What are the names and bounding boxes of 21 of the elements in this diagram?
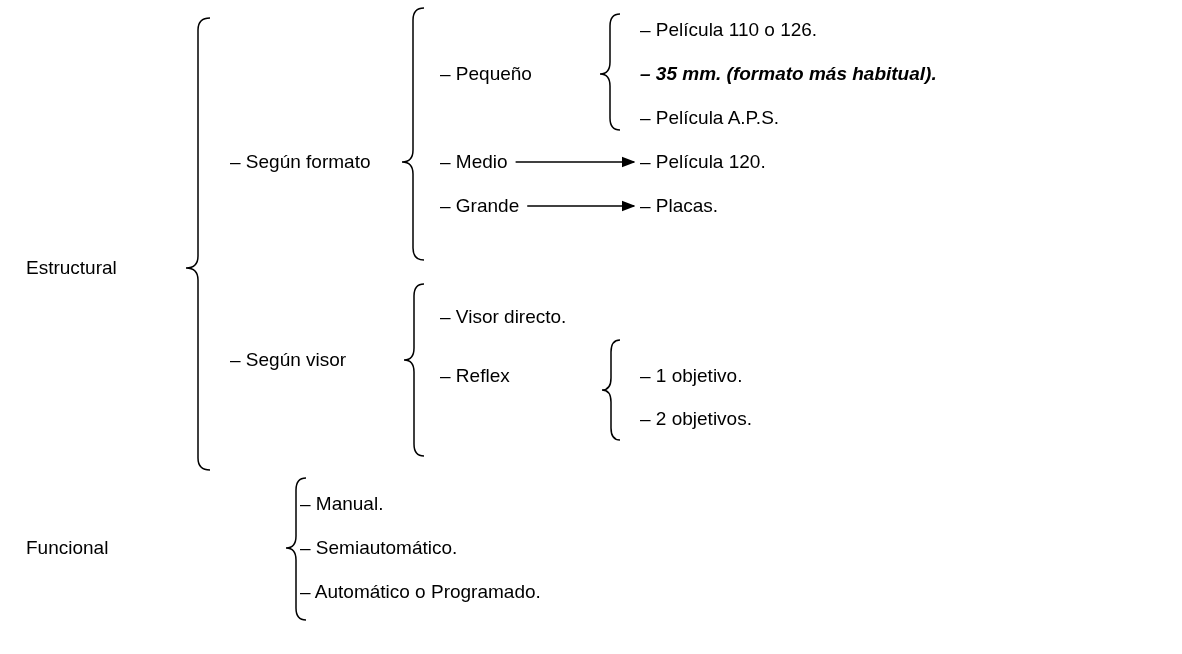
list-item: – Según formato xyxy=(230,150,371,174)
list-item: – Reflex xyxy=(440,364,510,388)
list-item: – 2 objetivos. xyxy=(640,407,752,431)
list-item: – Según visor xyxy=(230,348,347,372)
list-item: – Visor directo. xyxy=(440,305,567,329)
category-label: Funcional xyxy=(26,536,109,560)
list-item: – Placas. xyxy=(640,194,719,218)
list-item: – Manual. xyxy=(300,492,384,516)
list-item: – Película 110 o 126. xyxy=(640,18,818,42)
category-label: Estructural xyxy=(26,256,117,280)
list-item: – Medio xyxy=(440,150,508,174)
list-item: – 1 objetivo. xyxy=(640,364,743,388)
list-item: – Grande xyxy=(440,194,520,218)
list-item: – Automático o Programado. xyxy=(300,580,541,604)
list-item: – Semiautomático. xyxy=(300,536,458,560)
list-item: – Pequeño xyxy=(440,62,532,86)
list-item: – 35 mm. (formato más habitual). xyxy=(640,62,937,86)
arrow xyxy=(514,156,636,168)
list-item: – Película A.P.S. xyxy=(640,106,780,130)
arrow xyxy=(526,200,636,212)
list-item: – Película 120. xyxy=(640,150,766,174)
